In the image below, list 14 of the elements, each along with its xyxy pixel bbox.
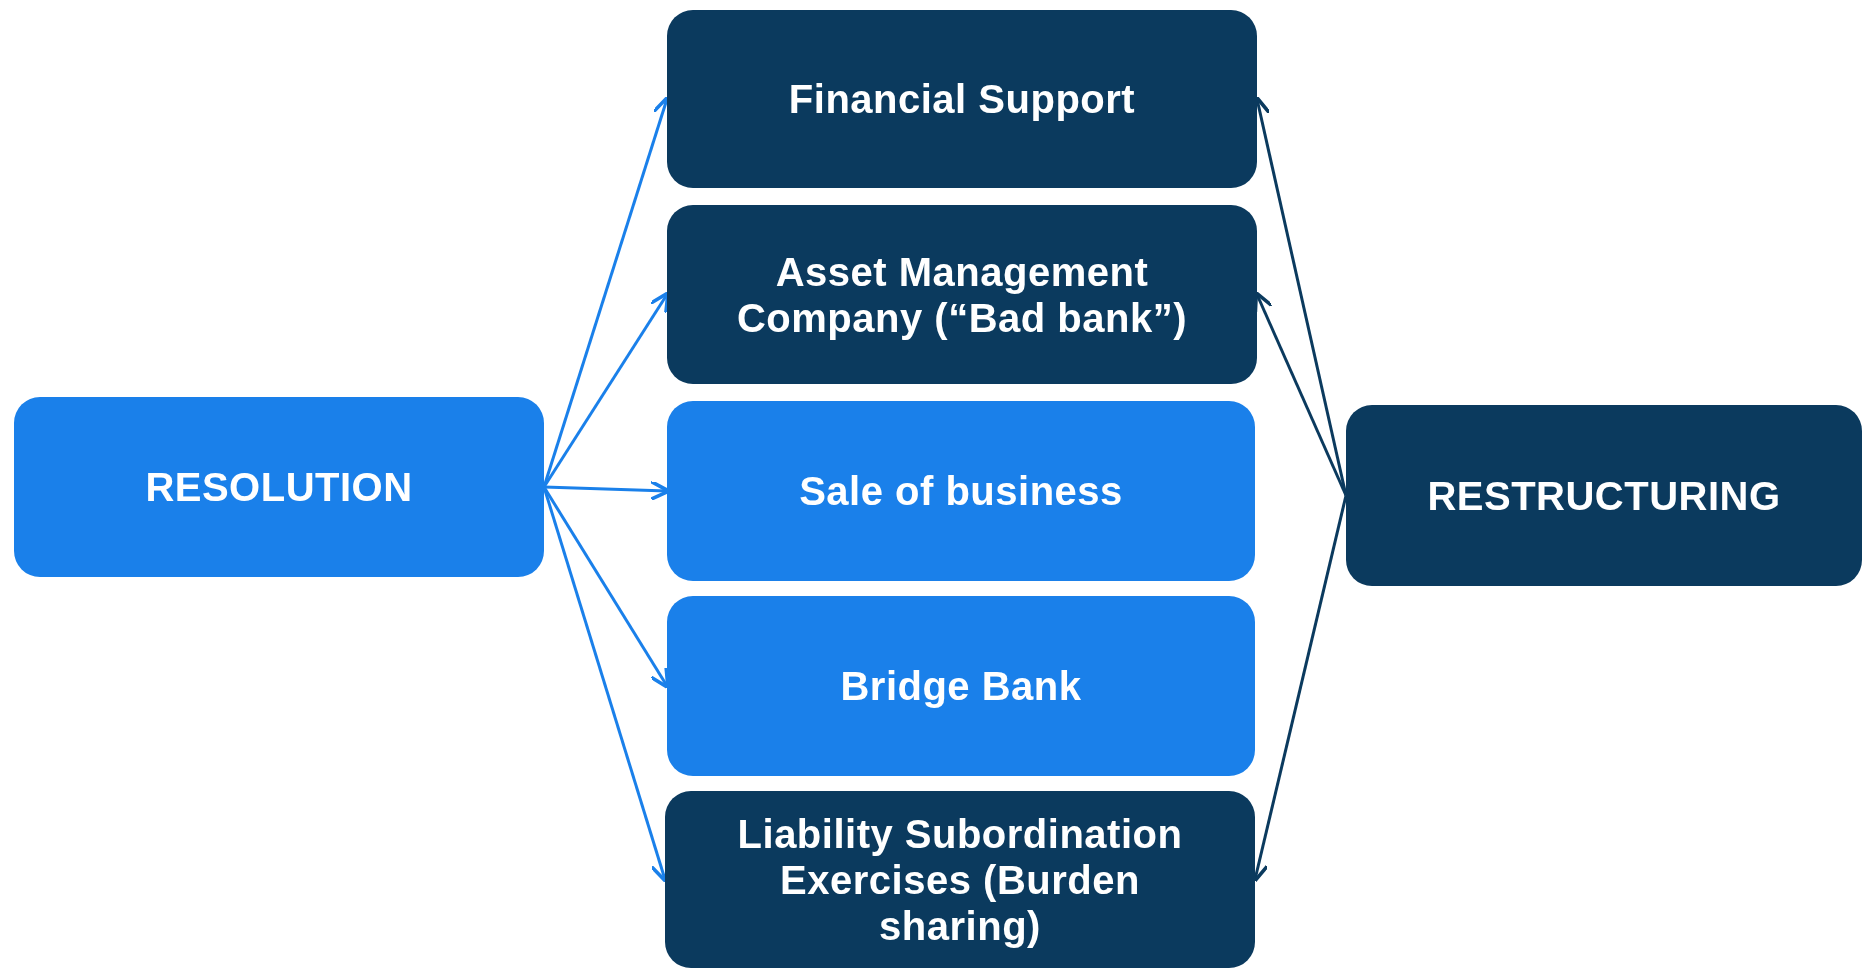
process-box bbox=[665, 791, 1255, 968]
process-box bbox=[667, 205, 1257, 384]
box-label: Liability Subordination Exercises (Burden sharing) bbox=[736, 810, 1184, 949]
process-box bbox=[667, 401, 1255, 581]
box-label: RESOLUTION bbox=[145, 464, 413, 510]
process-box bbox=[14, 397, 544, 577]
process-box bbox=[667, 10, 1257, 188]
process-box bbox=[1346, 405, 1862, 586]
box-label: Bridge Bank bbox=[840, 663, 1082, 709]
box-label: Financial Support bbox=[788, 76, 1136, 122]
box-label: RESTRUCTURING bbox=[1427, 472, 1781, 519]
box-label: Sale of business bbox=[799, 468, 1123, 514]
process-box bbox=[667, 596, 1255, 776]
box-label: Asset Management Company (“Bad bank”) bbox=[735, 248, 1188, 341]
